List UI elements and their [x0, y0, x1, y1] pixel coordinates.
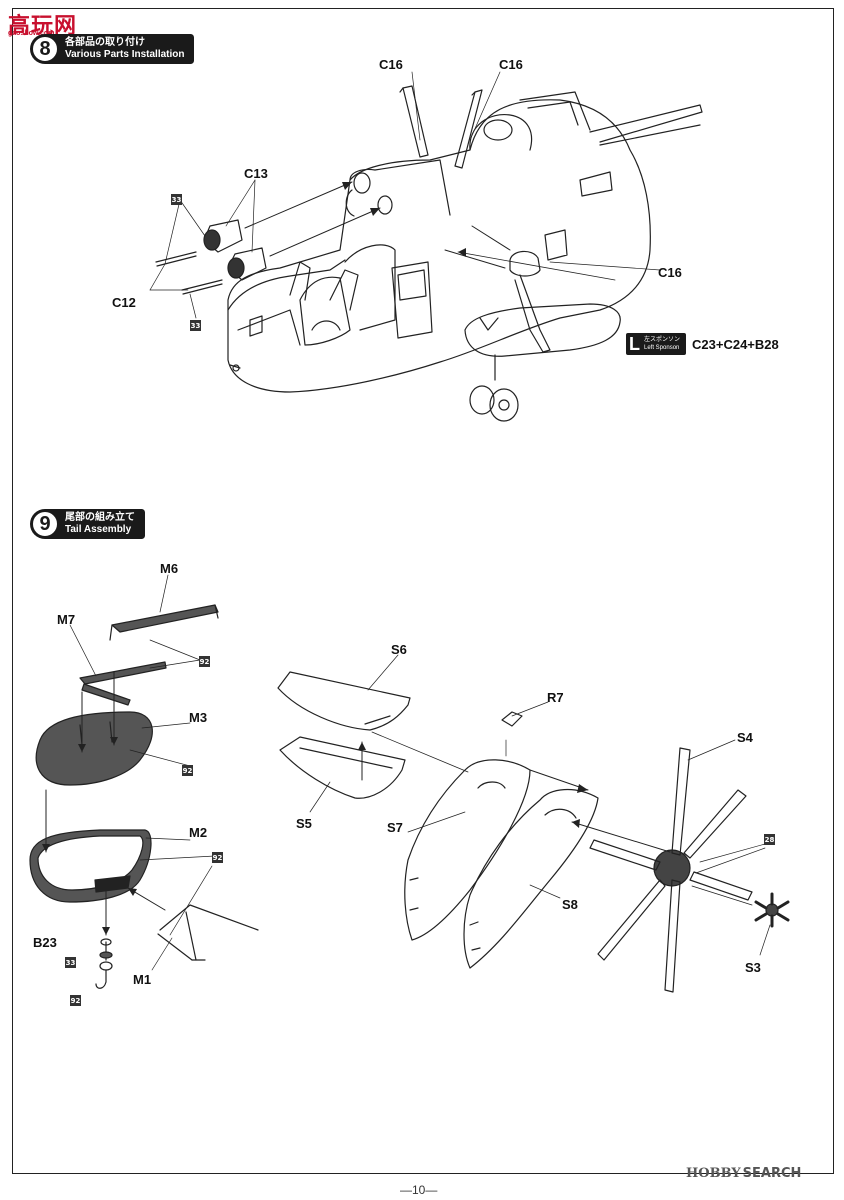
label-b23: B23 [33, 935, 57, 950]
label-s3: S3 [745, 960, 761, 975]
step-number: 9 [31, 510, 59, 538]
step-title-jp: 各部品の取り付け [65, 37, 145, 48]
label-c16-c: C16 [658, 265, 682, 280]
left-sponson-callout: L 左スポンソン Left Sponson C23+C24+B28 [626, 333, 779, 355]
label-r7: R7 [547, 690, 564, 705]
logo-hobby: HOBBY [686, 1166, 741, 1181]
label-c16-a: C16 [379, 57, 403, 72]
label-s4: S4 [737, 730, 753, 745]
tail-right-parts [277, 671, 790, 993]
label-s7: S7 [387, 820, 403, 835]
glue-mark: 33 [171, 194, 182, 205]
step-number: 8 [31, 35, 59, 63]
step-title-jp: 尾部の組み立て [65, 512, 135, 523]
tail-left-parts [29, 604, 259, 989]
step8-arrowheads [342, 182, 466, 257]
watermark-sub: gaoshow.com [8, 30, 55, 37]
glue-mark: 92 [182, 765, 193, 776]
step-9-header: 9 尾部の組み立て Tail Assembly [30, 509, 145, 539]
sponson-title-jp: 左スポンソン [644, 337, 681, 343]
label-m1: M1 [133, 972, 152, 987]
sponson-letter: L [629, 333, 640, 354]
tail-right-arrowheads [358, 742, 588, 828]
label-s6: S6 [391, 642, 407, 657]
step8-leaders [149, 71, 661, 319]
step-8-header: 8 各部品の取り付け Various Parts Installation [30, 34, 195, 64]
step-title-en: Various Parts Installation [65, 49, 185, 60]
tail-left-arrowheads [42, 737, 137, 935]
label-c16-b: C16 [499, 57, 523, 72]
page-frame [12, 8, 834, 1174]
logo-search: SEARCH [742, 1166, 802, 1181]
glue-mark: 33 [65, 957, 76, 968]
glue-mark: 28 [764, 834, 775, 845]
step-title-en: Tail Assembly [65, 524, 132, 535]
tail-left-leaders [69, 574, 216, 971]
hobby-search-logo: HOBBY SEARCH [686, 1166, 801, 1181]
label-m2: M2 [189, 825, 208, 840]
tail-right-leaders [309, 654, 771, 956]
label-m7: M7 [57, 612, 76, 627]
label-s5: S5 [296, 816, 312, 831]
label-c12: C12 [112, 295, 136, 310]
label-c13: C13 [244, 166, 268, 181]
sponson-badge: L 左スポンソン Left Sponson [626, 333, 687, 355]
page-number: —10— [400, 1183, 438, 1197]
glue-mark: 92 [199, 656, 210, 667]
glue-mark: 33 [190, 320, 201, 331]
label-m6: M6 [160, 561, 179, 576]
label-s8: S8 [562, 897, 578, 912]
glue-mark: 92 [212, 852, 223, 863]
label-m3: M3 [189, 710, 208, 725]
glue-mark: 92 [70, 995, 81, 1006]
helicopter-illustration [155, 85, 703, 422]
sponson-parts: C23+C24+B28 [692, 336, 779, 352]
sponson-title-en: Left Sponson [644, 345, 680, 351]
